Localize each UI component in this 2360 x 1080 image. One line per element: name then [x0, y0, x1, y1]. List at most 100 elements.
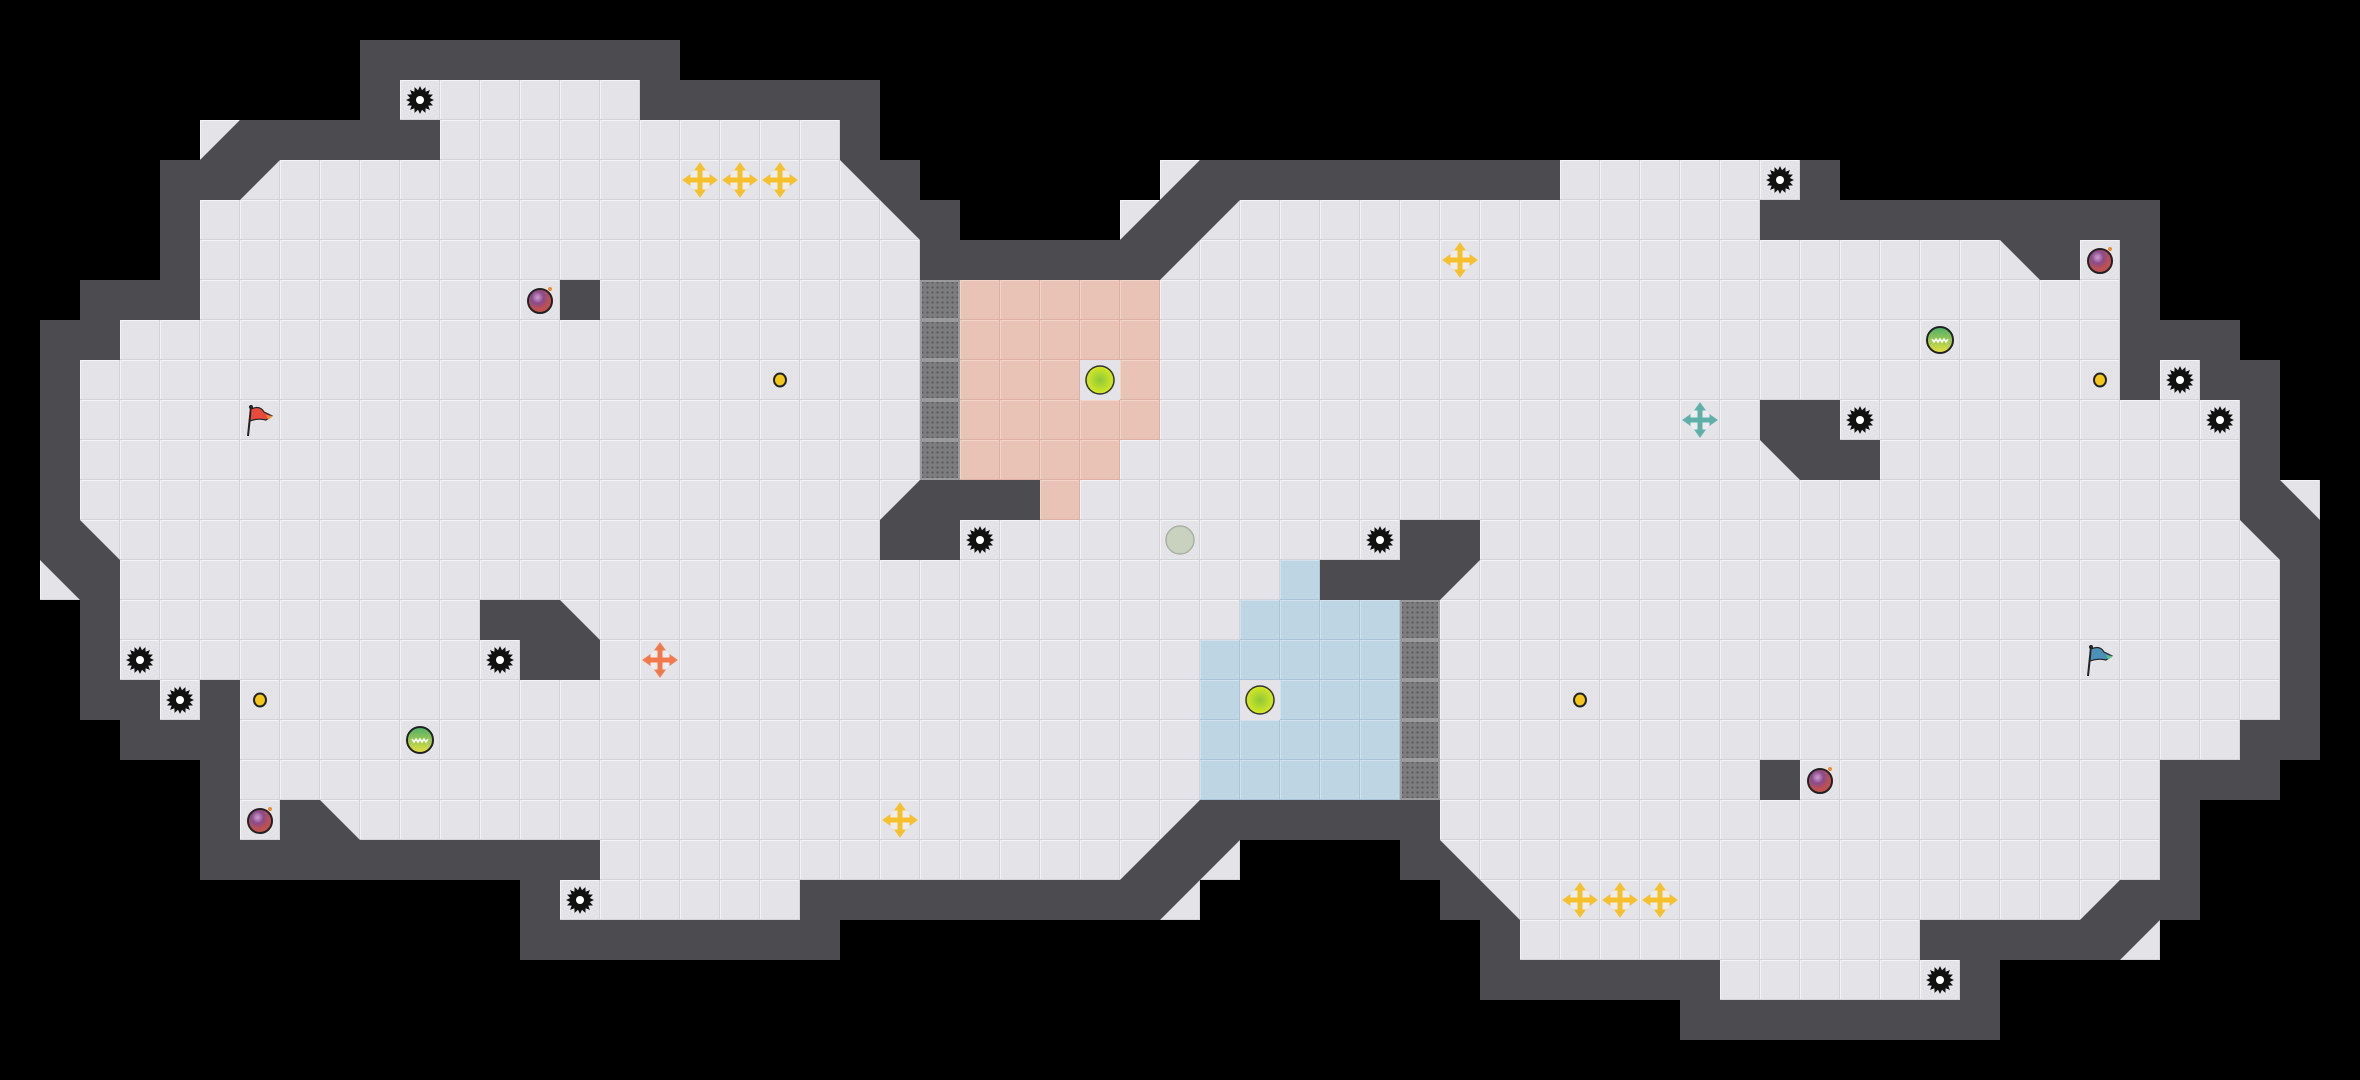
floor-tile [1920, 600, 1960, 640]
floor-tile [280, 160, 320, 200]
floor-tile [2080, 440, 2120, 480]
floor-tile [880, 280, 920, 320]
floor-tile [960, 680, 1000, 720]
floor-tile [1760, 240, 1800, 280]
floor-tile [680, 360, 720, 400]
spike-icon [960, 520, 1000, 560]
bomb-icon-shape [268, 807, 272, 811]
floor-tile [480, 720, 520, 760]
spike-icon [160, 680, 200, 720]
boost-yellow-icon-shape [688, 177, 712, 183]
floor-tile [1080, 640, 1120, 680]
red-zone-tile [1040, 400, 1080, 440]
floor-tile [1360, 400, 1400, 440]
floor-tile [600, 640, 640, 680]
floor-tile [680, 520, 720, 560]
floor-tile [360, 760, 400, 800]
button-icon-shape [1080, 360, 1120, 400]
floor-tile [1960, 800, 2000, 840]
floor-tile [440, 120, 480, 160]
diagonal-wall-half [40, 560, 80, 600]
floor-tile [1200, 440, 1240, 480]
floor-tile [360, 560, 400, 600]
wall-tile [1960, 200, 2000, 240]
floor-tile [2000, 480, 2040, 520]
floor-tile [1600, 320, 1640, 360]
floor-tile [1520, 320, 1560, 360]
spike-icon-shape [166, 686, 194, 714]
wall-tile [1480, 960, 1520, 1000]
floor-tile [1720, 960, 1760, 1000]
floor-tile [840, 560, 880, 600]
floor-tile [1720, 440, 1760, 480]
floor-tile [1160, 720, 1200, 760]
wall-tile [360, 40, 400, 80]
floor-tile [160, 440, 200, 480]
floor-tile [1640, 360, 1680, 400]
floor-tile [560, 160, 600, 200]
floor-tile [2120, 800, 2160, 840]
boost-yellow-icon-shape [762, 174, 771, 186]
diagonal-wall-tile [1160, 240, 1200, 280]
spike-icon [1920, 960, 1960, 1000]
wall-tile [2240, 440, 2280, 480]
floor-tile [720, 880, 760, 920]
spike-icon-shape [976, 536, 984, 544]
boost-red-icon-shape [642, 642, 678, 678]
wall-tile [800, 80, 840, 120]
floor-tile [1360, 360, 1400, 400]
floor-tile [520, 720, 560, 760]
wall-tile [320, 120, 360, 160]
wall-tile [200, 720, 240, 760]
floor-tile [1480, 760, 1520, 800]
wall-tile [400, 840, 440, 880]
floor-tile [1640, 240, 1680, 280]
floor-tile [680, 240, 720, 280]
floor-tile [400, 560, 440, 600]
floor-tile [1640, 320, 1680, 360]
wall-tile [160, 200, 200, 240]
floor-tile [1720, 320, 1760, 360]
floor-tile [1160, 760, 1200, 800]
floor-tile [760, 320, 800, 360]
wall-tile [120, 720, 160, 760]
wall-tile [160, 240, 200, 280]
blue-zone-tile [1280, 760, 1320, 800]
floor-tile [480, 320, 520, 360]
floor-tile [600, 800, 640, 840]
floor-tile [680, 640, 720, 680]
floor-tile [2040, 840, 2080, 880]
boost-blue-icon-shape [1709, 414, 1718, 426]
floor-tile [1560, 560, 1600, 600]
floor-tile [1960, 400, 2000, 440]
wall-tile [200, 800, 240, 840]
floor-tile [1560, 760, 1600, 800]
wall-tile [200, 840, 240, 880]
floor-tile [200, 480, 240, 520]
floor-tile [2080, 640, 2120, 680]
floor-tile [1000, 640, 1040, 680]
floor-tile [1200, 560, 1240, 600]
floor-tile [1000, 800, 1040, 840]
diagonal-wall-half [2240, 520, 2280, 560]
boost-yellow-icon-shape [1654, 882, 1666, 891]
floor-tile [840, 600, 880, 640]
floor-tile [1360, 320, 1400, 360]
floor-tile [160, 360, 200, 400]
floor-tile [1680, 240, 1720, 280]
floor-tile [1440, 480, 1480, 520]
floor-tile [880, 320, 920, 360]
floor-tile [720, 240, 760, 280]
floor-tile [2040, 680, 2080, 720]
floor-tile [1920, 840, 1960, 880]
floor-tile [880, 760, 920, 800]
diagonal-wall-tile [1440, 560, 1480, 600]
floor-tile [280, 600, 320, 640]
floor-tile [1520, 920, 1560, 960]
floor-tile [360, 320, 400, 360]
floor-tile [880, 600, 920, 640]
wall-tile [520, 600, 560, 640]
floor-tile [640, 520, 680, 560]
floor-tile [1720, 920, 1760, 960]
floor-tile [840, 520, 880, 560]
